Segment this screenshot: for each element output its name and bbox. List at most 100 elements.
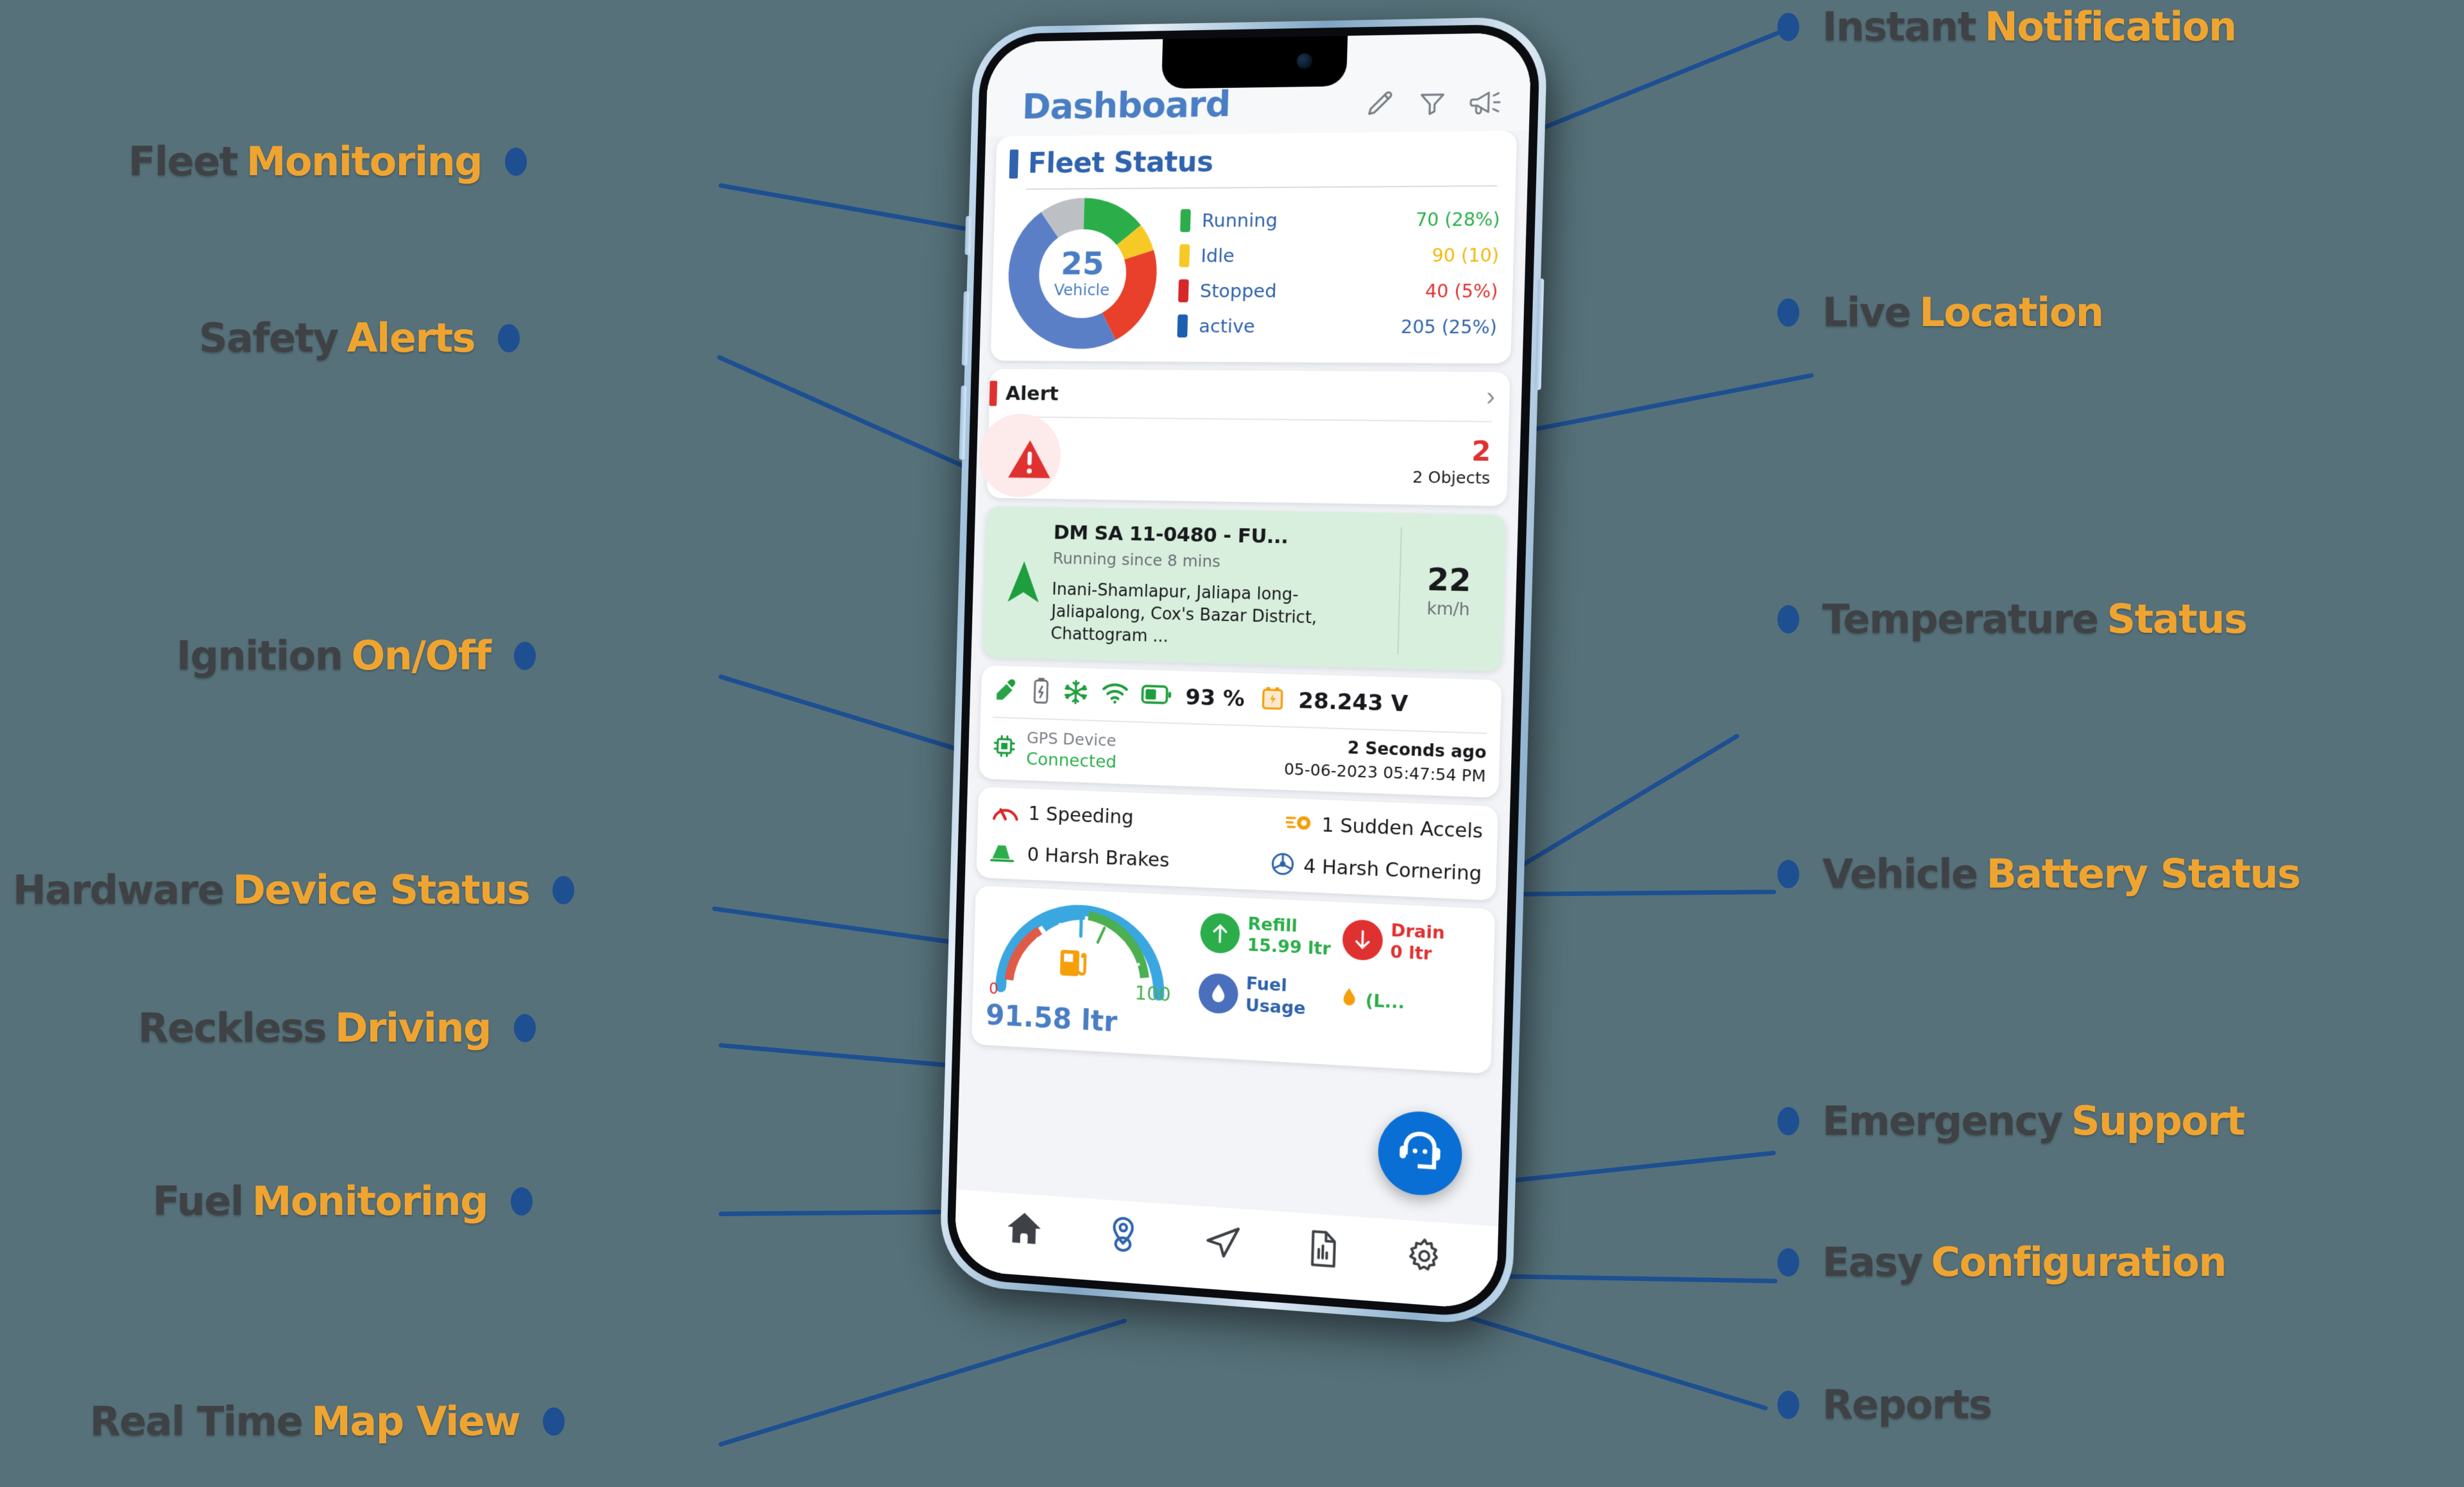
legend-value: 90 (10) (1432, 244, 1500, 266)
annotation-word-accent: Status (2107, 596, 2247, 642)
refill-arrow-up-icon (1199, 912, 1240, 954)
device-battery-percent: 93 % (1185, 684, 1245, 712)
chevron-right-icon[interactable]: › (1485, 382, 1496, 411)
phone-frame: Dashboard (939, 16, 1548, 1327)
phone-mockup: Dashboard (939, 16, 1548, 1327)
annotation-real-time-map-view: Real Time Map View (90, 1398, 565, 1445)
alert-accent-bar (989, 380, 998, 406)
annotation-dot (543, 1407, 565, 1436)
vehicle-voltage: 28.243 V (1297, 687, 1408, 718)
battery-charge-icon (1031, 677, 1050, 709)
alert-card[interactable]: Alert › (978, 368, 1510, 506)
annotation-word-primary: Fuel (153, 1178, 244, 1225)
alert-objects-label: 2 Objects (1412, 467, 1491, 488)
vehicle-address: Inani-Shamlapur, Jaliapa long-Jaliapalon… (1050, 580, 1317, 647)
annotation-word-primary: Live (1822, 289, 1912, 336)
driving-metric-label: 0 Harsh Brakes (1027, 843, 1170, 872)
annotation-dot (1777, 859, 1799, 888)
speed-unit: km/h (1426, 599, 1471, 620)
fuel-usage-value: (L... (1365, 991, 1405, 1013)
legend-label: Running (1201, 209, 1278, 232)
leader-line-easy-configuration (1494, 1274, 1777, 1284)
phone-mute-switch (964, 216, 971, 255)
edit-pencil-icon[interactable] (1365, 89, 1396, 119)
header-actions (1365, 87, 1504, 123)
home-icon (1005, 1209, 1042, 1249)
annotation-temperature-status: Temperature Status (1777, 596, 2248, 642)
annotation-vehicle-battery-status: Vehicle Battery Status (1777, 850, 2301, 897)
fuel-card: 0 100 91.58 ltr (971, 886, 1496, 1074)
leader-line-map-view (717, 1318, 1127, 1447)
alert-counts: 2 2 Objects (1412, 435, 1494, 488)
ignition-key-icon (993, 676, 1020, 707)
driving-metric-speeding[interactable]: 1 Speeding (991, 799, 1229, 836)
annotation-word-primary: Hardware (13, 866, 225, 913)
legend-label: active (1199, 315, 1256, 338)
annotation-dot (513, 1013, 536, 1042)
nav-item-settings[interactable] (1406, 1236, 1444, 1278)
flame-icon (1340, 987, 1358, 1013)
leader-line-temperature-status (1507, 733, 1740, 876)
driving-metric-sudden-accels[interactable]: 1 Sudden Accels (1235, 808, 1484, 846)
headset-support-icon (1394, 1126, 1446, 1182)
annotation-word-primary: Instant (1822, 3, 1976, 50)
gauge-min-label: 0 (988, 979, 999, 998)
legend-label: Stopped (1199, 280, 1278, 302)
phone-notch (1161, 35, 1348, 89)
warning-triangle-icon (1005, 438, 1054, 485)
fleet-status-card: Fleet Status (991, 130, 1518, 364)
section-accent-bar (1009, 149, 1019, 178)
fuel-usage-label: Fuel Usage (1245, 974, 1306, 1019)
filter-funnel-icon[interactable] (1417, 89, 1447, 117)
driving-metric-label: 1 Speeding (1028, 802, 1134, 829)
annotation-word-primary: Temperature (1822, 596, 2099, 642)
refill-value: 15.99 ltr (1247, 935, 1331, 959)
dashboard-scroll-area[interactable]: Fleet Status (956, 130, 1528, 1226)
drain-arrow-down-icon (1342, 918, 1383, 961)
annotation-dot (510, 1187, 533, 1216)
legend-row-idle: Idle 90 (10) (1179, 243, 1500, 268)
driving-metric-harsh-cornering[interactable]: 4 Harsh Cornering (1235, 850, 1482, 888)
annotation-dot (1777, 1106, 1799, 1135)
phone-screen: Dashboard (954, 32, 1532, 1311)
annotation-dot (1777, 1248, 1799, 1276)
annotation-live-location: Live Location (1777, 289, 2104, 336)
alert-icon-area (978, 413, 1088, 498)
nav-item-map[interactable] (1107, 1215, 1140, 1257)
last-update-timestamp: 05-06-2023 05:47:54 PM (1283, 759, 1486, 786)
drain-value: 0 ltr (1390, 941, 1432, 965)
emergency-support-button[interactable] (1377, 1109, 1464, 1198)
annotation-dot (1777, 1390, 1799, 1419)
fleet-legend: Running 70 (28%) Idle 90 (10) (1163, 207, 1500, 339)
front-camera-icon (1296, 53, 1313, 69)
megaphone-announcement-icon[interactable] (1469, 87, 1504, 119)
device-status-card: 93 % 28.24 (979, 665, 1502, 798)
annotation-word-accent: Support (2071, 1097, 2245, 1144)
gauge-max-label: 100 (1134, 982, 1172, 1007)
annotation-word-primary: Real Time (90, 1398, 304, 1445)
driving-metric-harsh-brakes[interactable]: 0 Harsh Brakes (990, 840, 1229, 877)
annotation-dot (505, 147, 527, 176)
annotation-word-accent: Monitoring (252, 1178, 489, 1225)
legend-row-active: active 205 (25%) (1177, 314, 1498, 339)
nav-item-reports[interactable] (1308, 1229, 1339, 1272)
legend-value: 70 (28%) (1415, 208, 1501, 230)
vehicle-card[interactable]: DM SA 11-0480 - FU... Running since 8 mi… (982, 506, 1507, 672)
annotation-word-primary: Ignition (176, 632, 343, 679)
fuel-usage-value-cell: (L... (1340, 978, 1479, 1029)
last-update-relative: 2 Seconds ago (1347, 739, 1487, 763)
device-status-icons-row: 93 % 28.24 (993, 676, 1488, 723)
nav-item-home[interactable] (1005, 1209, 1042, 1249)
annotation-word-accent: Configuration (1931, 1239, 2227, 1285)
annotation-reports: Reports (1777, 1381, 2000, 1428)
annotation-word-primary: Emergency (1822, 1097, 2063, 1144)
driving-behaviour-card: 1 Speeding 1 Sudden Ac (976, 787, 1498, 901)
annotation-fuel-monitoring: Fuel Monitoring (153, 1178, 533, 1225)
annotation-fleet-monitoring: Fleet Monitoring (128, 138, 527, 185)
nav-item-navigate[interactable] (1204, 1223, 1241, 1262)
alert-header: Alert › (989, 379, 1496, 411)
alert-body: 2 2 Objects (978, 413, 1494, 498)
annotation-dot (1777, 12, 1799, 41)
annotation-dot (513, 641, 536, 670)
